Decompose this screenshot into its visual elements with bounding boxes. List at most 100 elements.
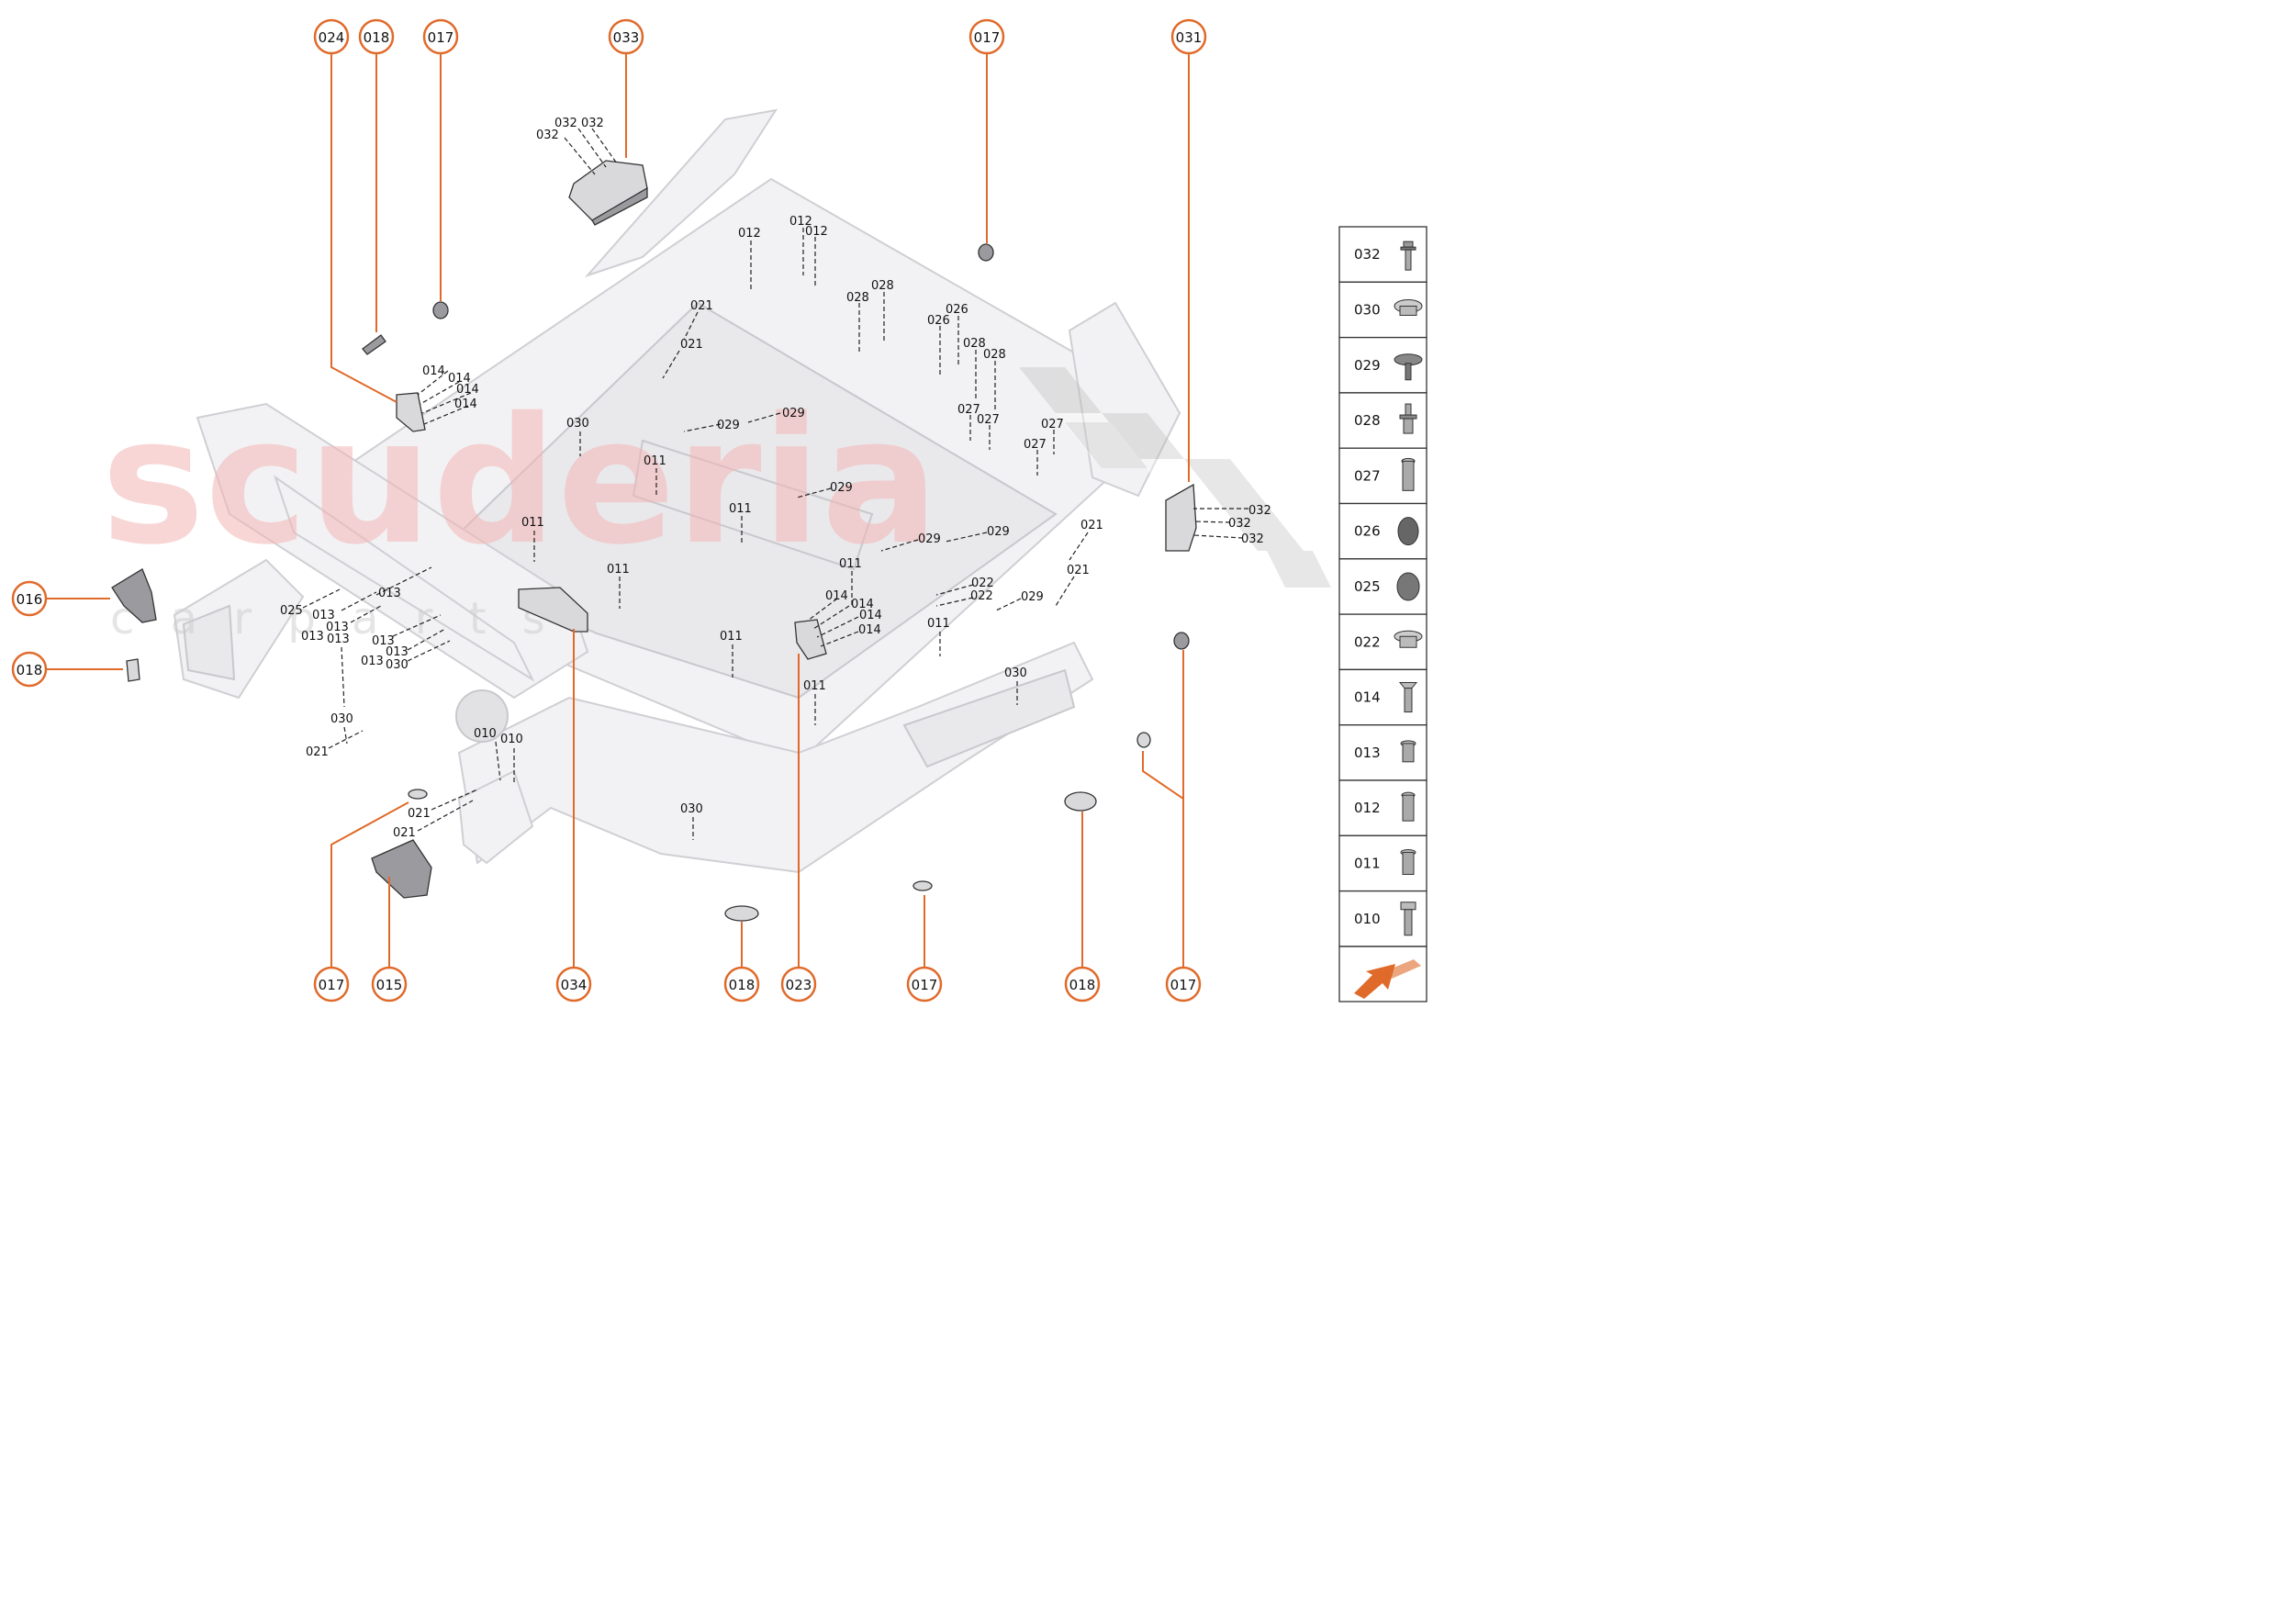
- legend-code: 032: [1354, 246, 1381, 263]
- part-label: 032: [1241, 532, 1264, 546]
- part-label: 014: [825, 589, 848, 603]
- next-page-button[interactable]: [1338, 946, 1427, 1002]
- part-label: 014: [859, 609, 882, 622]
- legend-cell: [1338, 890, 1427, 947]
- part-label: 011: [521, 516, 544, 530]
- medium-rivet-nut-icon: [1401, 791, 1416, 822]
- part-label: 021: [690, 299, 713, 313]
- callout-bubble: 017: [906, 966, 943, 1002]
- callout-bubble: 018: [11, 651, 48, 688]
- rivet-nut-icon: [1400, 848, 1416, 875]
- part-label: 010: [474, 727, 497, 741]
- part-label: 025: [280, 604, 303, 618]
- plug-017-a: [432, 301, 449, 319]
- push-clip-icon: [1394, 353, 1423, 381]
- part-label: 013: [301, 630, 324, 644]
- part-label: 027: [957, 403, 980, 417]
- plug-017-f: [912, 880, 933, 891]
- long-rivet-nut-icon: [1401, 457, 1416, 491]
- legend-row: 027: [1338, 447, 1427, 505]
- part-label: 030: [1004, 666, 1027, 680]
- part-label: 030: [680, 802, 703, 816]
- legend-row: 026: [1338, 502, 1427, 560]
- flange-bolt-icon: [1400, 241, 1416, 271]
- seal-018-a: [724, 905, 759, 922]
- legend-code: 027: [1354, 467, 1381, 484]
- part-label: 032: [1228, 517, 1251, 531]
- legend-row: 011: [1338, 834, 1427, 892]
- svg-text:018: 018: [1069, 977, 1096, 993]
- legend-code: 030: [1354, 301, 1381, 318]
- part-label: 021: [680, 338, 703, 352]
- legend-row: 022: [1338, 613, 1427, 671]
- part-label: 011: [644, 454, 666, 468]
- legend-code: 022: [1354, 633, 1381, 650]
- legend-cell: [1338, 226, 1427, 283]
- part-label: 014: [858, 623, 881, 637]
- part-label: 014: [448, 372, 471, 386]
- watermark-sub: c a r p a r t s: [110, 593, 556, 644]
- legend-code: 029: [1354, 357, 1381, 374]
- callout-bubble: 018: [1064, 966, 1101, 1002]
- svg-text:017: 017: [974, 29, 1001, 46]
- legend-cell: [1338, 392, 1427, 449]
- plug-017-e: [408, 789, 428, 800]
- legend-row: 010: [1338, 890, 1427, 947]
- part-label: 029: [1021, 590, 1044, 604]
- callout-bubble: 031: [1170, 18, 1207, 55]
- legend-row: 013: [1338, 724, 1427, 781]
- part-label: 013: [372, 634, 395, 648]
- hex-bolt-icon: [1400, 902, 1416, 936]
- bracket-016: [111, 568, 157, 623]
- cap-plug-icon: [1394, 630, 1423, 648]
- leader-lines: [46, 52, 1190, 969]
- callout-bubble: 015: [371, 966, 408, 1002]
- part-label: 032: [536, 129, 559, 142]
- part-label: 029: [717, 419, 740, 432]
- part-label: 011: [720, 630, 743, 644]
- legend-row: 025: [1338, 558, 1427, 615]
- countersunk-screw-icon: [1398, 682, 1418, 713]
- callout-bubble: 017: [313, 966, 350, 1002]
- part-label: 029: [987, 525, 1010, 539]
- part-label: 029: [918, 532, 941, 546]
- clip-018-c: [362, 334, 386, 355]
- part-label: 022: [970, 589, 993, 603]
- part-label: 028: [983, 348, 1006, 362]
- part-label: 028: [963, 337, 986, 351]
- svg-text:023: 023: [786, 977, 812, 993]
- bracket-034: [518, 587, 588, 633]
- part-label: 021: [393, 826, 416, 840]
- part-label: 011: [927, 617, 950, 631]
- part-label: 011: [729, 502, 752, 516]
- chassis-frame: [173, 108, 1181, 874]
- part-label: 030: [330, 712, 353, 726]
- legend-code: 011: [1354, 855, 1381, 871]
- legend-code: 010: [1354, 911, 1381, 927]
- checker-flag-icon: [1019, 367, 1331, 588]
- legend-row: 012: [1338, 779, 1427, 836]
- part-label: 014: [422, 364, 445, 378]
- bracket-024: [396, 392, 426, 432]
- exploded-parts-diagram: scuderia c a r p a r t s: [11, 18, 1427, 1002]
- part-label: 021: [408, 807, 431, 821]
- callout-bubble: 017: [1165, 966, 1202, 1002]
- callout-bubble: 024: [313, 18, 350, 55]
- svg-text:017: 017: [428, 29, 454, 46]
- legend-row: 028: [1338, 392, 1427, 449]
- part-label: 012: [789, 215, 812, 229]
- legend-code: 014: [1354, 689, 1381, 706]
- svg-text:018: 018: [17, 662, 43, 678]
- part-label: 029: [782, 407, 805, 420]
- callout-bubble: 017: [968, 18, 1005, 55]
- part-label: 011: [803, 679, 826, 693]
- legend-row: 030: [1338, 281, 1427, 339]
- part-label: 021: [306, 745, 329, 759]
- legend-code: 013: [1354, 745, 1381, 761]
- part-label: 022: [971, 577, 994, 590]
- bracket-023: [794, 619, 827, 660]
- callouts: 024 018 017 033 017 031 016 018 017 015 …: [11, 18, 1207, 1002]
- callout-bubble: 023: [780, 966, 817, 1002]
- plug-017-b: [978, 243, 994, 262]
